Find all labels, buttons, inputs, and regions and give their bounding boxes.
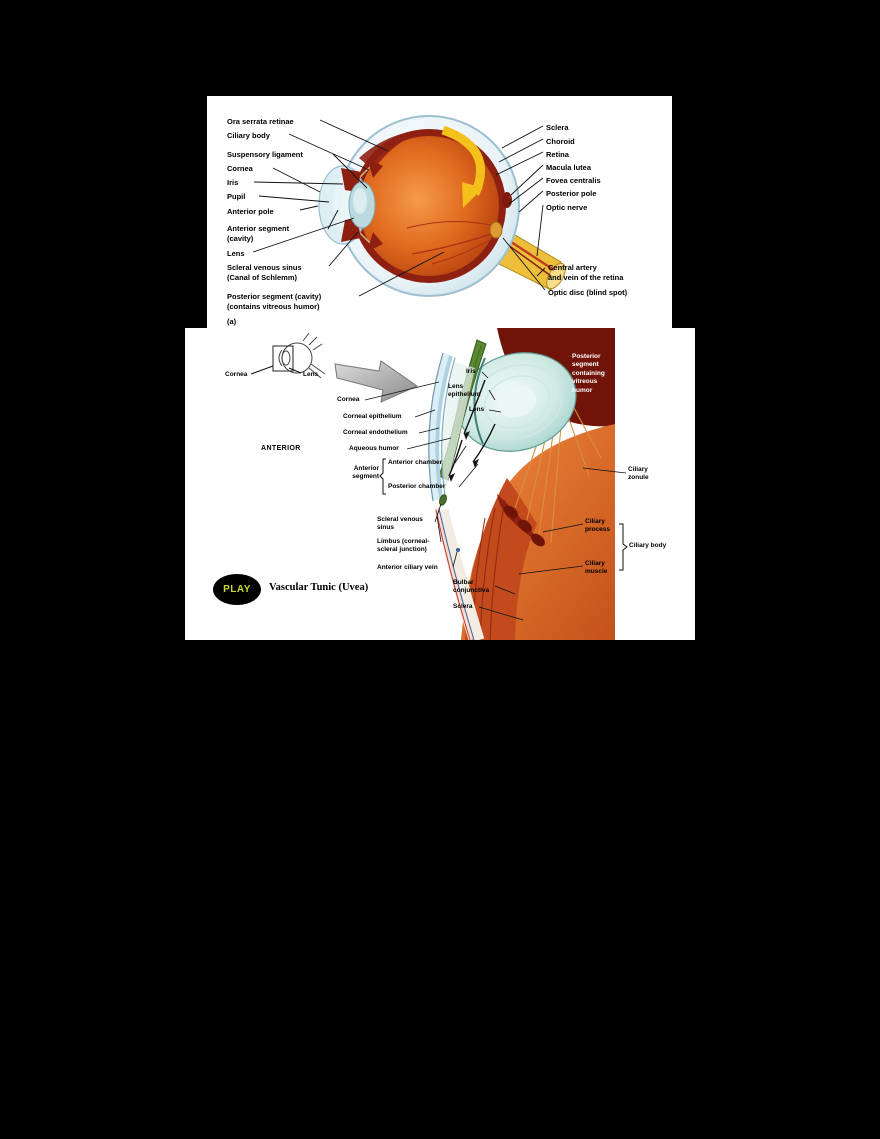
label-posterior-chamber: Posterior chamber — [388, 483, 446, 490]
brackets — [379, 458, 628, 571]
scleral-venous-sinus-art — [439, 494, 447, 506]
lens-epithelium-art — [473, 357, 486, 445]
cornea-art — [428, 352, 452, 501]
aqueous-flow-arrows — [448, 379, 496, 477]
label-sclera: Sclera — [546, 123, 569, 132]
label-optic-nerve: Optic nerve — [546, 203, 588, 212]
label-scleral-venous-sinus: Scleral venous sinus(Canal of Schlemm) — [227, 263, 302, 282]
ciliary-zonule-fibers — [514, 405, 602, 543]
label-iris-b: Iris — [466, 368, 476, 375]
label-optic-disc: Optic disc (blind spot) — [548, 288, 628, 297]
label-fovea-centralis: Fovea centralis — [546, 176, 601, 185]
inset-label-cornea: Cornea — [225, 371, 248, 378]
inset-eye-sketch — [250, 332, 326, 379]
label-macula-lutea: Macula lutea — [546, 163, 592, 172]
figure-a-tag: (a) — [227, 317, 237, 326]
eye-sagittal-illustration — [252, 115, 566, 297]
label-lens: Lens — [227, 249, 245, 258]
label-anterior-segment: Anterior segment(cavity) — [227, 224, 290, 243]
label-choroid: Choroid — [546, 137, 575, 146]
label-ora-serrata-retinae: Ora serrata retinae — [227, 117, 294, 126]
anterior-segment-art — [318, 158, 383, 252]
label-aqueous-humor: Aqueous humor — [349, 445, 399, 452]
label-lens-b: Lens — [469, 406, 485, 413]
label-ciliary-body-b: Ciliary body — [629, 542, 667, 549]
anterior-section-art — [428, 328, 615, 640]
eyeball-art — [338, 115, 520, 297]
label-retina: Retina — [546, 150, 569, 159]
label-ciliary-body: Ciliary body — [227, 131, 270, 140]
figure-a-leader-lines — [252, 119, 546, 297]
label-cornea: Cornea — [227, 164, 253, 173]
figure-b-leader-lines — [364, 371, 627, 621]
label-posterior-segment: Posterior segment (cavity)(contains vitr… — [227, 292, 322, 311]
label-pupil: Pupil — [227, 192, 246, 201]
play-button[interactable]: PLAY — [213, 574, 261, 605]
label-anterior-pole: Anterior pole — [227, 207, 274, 216]
label-suspensory-ligament: Suspensory ligament — [227, 150, 303, 159]
label-iris: Iris — [227, 178, 239, 187]
figure-a-panel: Ora serrata retinae Ciliary body Suspens… — [207, 96, 672, 332]
label-cornea-b: Cornea — [337, 396, 360, 403]
inset-label-lens: Lens — [303, 371, 319, 378]
label-corneal-epithelium: Corneal epithelium — [343, 413, 402, 420]
label-anterior-direction: ANTERIOR — [261, 445, 301, 452]
zoom-arrow — [334, 360, 419, 403]
label-anterior-ciliary-vein: Anterior ciliary vein — [377, 564, 438, 571]
label-anterior-chamber: Anterior chamber — [388, 459, 443, 466]
label-sclera-b: Sclera — [453, 603, 473, 610]
aqueous-humor-art — [442, 362, 475, 492]
label-posterior-pole: Posterior pole — [546, 189, 597, 198]
play-button-label: PLAY — [223, 584, 251, 595]
anterior-segment-illustration — [250, 328, 628, 640]
label-limbus: Limbus (corneal-scleral junction) — [377, 538, 430, 554]
figure-b-caption: Vascular Tunic (Uvea) — [269, 582, 369, 593]
label-corneal-endothelium: Corneal endothelium — [343, 429, 408, 436]
anterior-ciliary-vein-art — [456, 548, 460, 552]
